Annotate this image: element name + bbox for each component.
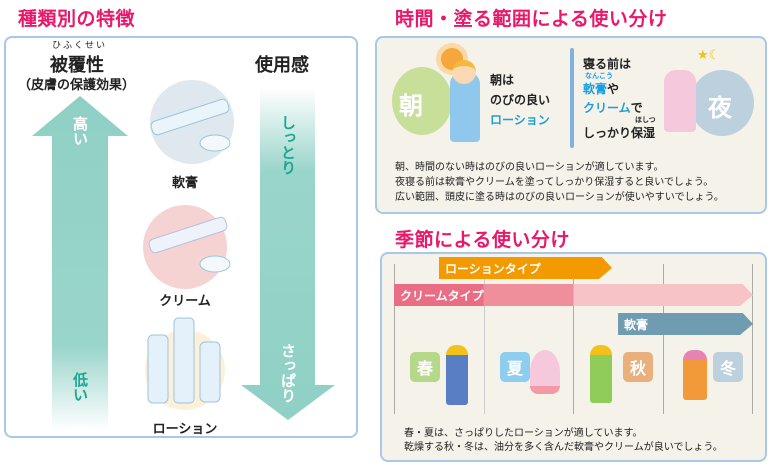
product-lotion-label: ローション [152,422,218,437]
ointment-tube-icon [150,98,230,136]
spring-child-illustration [446,345,468,405]
morning-line1: 朝は [490,73,515,87]
feel-label: 使用感 [255,55,309,76]
season-gridline [394,264,395,414]
season-gridline [752,264,753,414]
high-label: 高い [71,116,89,146]
section-title-types: 種類別の特徴 [18,8,136,30]
night-cream: クリーム [583,101,631,115]
cream-type-bar: クリームタイプ [394,284,753,306]
night-circle [690,70,754,136]
ointment-jar-icon [199,134,231,152]
morning-circle [392,67,452,135]
autumn-child-illustration [590,345,612,403]
morning-badge: 朝 [399,92,423,120]
night-line1: 寝る前は [583,57,632,71]
coverage-ruby: ひふくせい [52,41,108,51]
moon-stars-icon: ★☾ [697,48,721,63]
feel-down-arrow [241,88,335,420]
time-desc-line: 夜寝る前は軟膏やクリームを塗ってしっかり保湿すると良いでしょう。 [395,177,714,188]
winter-child-illustration [683,350,707,400]
lotion-bottle-icon [199,341,221,403]
time-desc-line: 朝、時間のない時はのびの良いローションが適しています。 [395,162,664,173]
season-winter: 冬 [713,352,743,382]
season-desc-line: 春・夏は、さっぱりしたローションが適しています。 [404,428,643,439]
girl-illustration [664,70,696,132]
product-cream-label: クリーム [159,294,211,309]
season-autumn: 秋 [623,352,653,382]
night-ya: や [607,82,620,96]
time-description: 朝、時間のない時はのびの良いローションが適しています。 夜寝る前は軟膏やクリーム… [395,160,724,205]
season-gridline [573,264,574,414]
night-text: 寝る前は なんこう 軟膏や クリームで ほしつ しっかり保湿 [583,56,656,141]
night-line4b: 保湿 [631,126,656,140]
moisture-ruby: ほしつ [635,116,656,124]
morning-line3: ローション [490,113,550,127]
section-title-time: 時間・塗る範囲による使い分け [395,8,668,30]
divider [570,48,574,148]
lotion-type-label: ローションタイプ [445,261,541,276]
lotion-bottle-icon [147,334,169,404]
summer-child-illustration [530,350,560,394]
coverage-label: 被覆性 [50,55,104,76]
ointment-bar-label: 軟膏 [624,317,649,332]
section-title-season: 季節による使い分け [395,229,570,251]
product-ointment-label: 軟膏 [171,176,198,191]
coverage-sub: （皮膚の保護効果） [18,78,136,93]
season-desc-line: 乾燥する秋・冬は、油分を多く含んだ軟膏やクリームが良いでしょう。 [404,442,723,453]
season-gridline [484,264,485,414]
night-line4a: しっかり [583,126,632,140]
cream-type-label: クリームタイプ [400,288,484,303]
cream-jar-icon [199,255,231,273]
night-ointment: 軟膏 [583,82,608,96]
season-gridline [663,264,664,414]
moist-label: しっとり [279,115,297,175]
time-desc-line: 広い範囲、頭皮に塗る時はのびの良いローションが使いやすいでしょう。 [395,192,724,203]
arrows-graphic [32,80,335,430]
cream-tube-icon [148,216,228,254]
lotion-bottle-icon [173,317,195,404]
types-panel [4,36,358,438]
season-description: 春・夏は、さっぱりしたローションが適しています。 乾燥する秋・冬は、油分を多く含… [404,427,723,455]
season-summer: 夏 [500,352,530,382]
ointment-ruby: なんこう [585,72,613,80]
night-badge: 夜 [708,94,732,122]
season-spring: 春 [410,352,440,382]
boy-head [452,60,476,84]
morning-line2: のびの良い [490,93,551,107]
lotion-type-bar: ローションタイプ [439,257,612,279]
low-label: 低い [71,372,89,402]
light-label: さっぱり [279,343,297,403]
coverage-up-arrow [32,96,128,430]
morning-text: 朝は のびの良い ローション [490,70,550,130]
ointment-bar: 軟膏 [618,313,753,335]
night-de: で [630,101,643,115]
